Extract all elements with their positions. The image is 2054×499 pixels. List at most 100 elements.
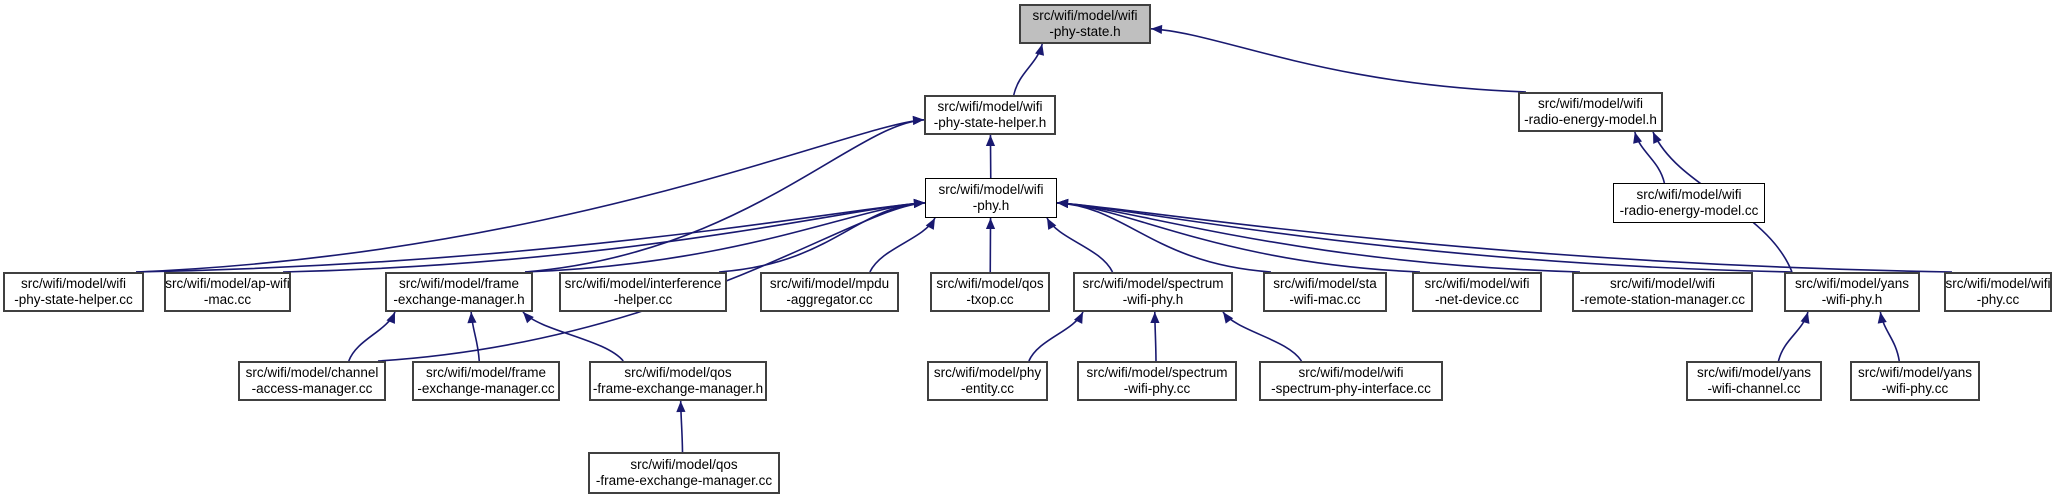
graph-node-interference-helper-cc[interactable]: src/wifi/model/interference-helper.cc <box>559 272 727 312</box>
node-label-line1: src/wifi/model/wifi <box>937 99 1043 114</box>
graph-node-yans-wifi-phy-cc[interactable]: src/wifi/model/yans-wifi-phy.cc <box>1850 361 1980 401</box>
edge-wifi-phy-state-helper-h--to--wifi-phy-state-h <box>1012 43 1045 96</box>
node-label-line2: -wifi-channel.cc <box>1707 381 1801 396</box>
edge-frame-exchange-manager-h--to--wifi-phy-h <box>524 198 926 273</box>
edge-qos-txop-cc--to--wifi-phy-h <box>985 217 996 273</box>
edge-qos-frame-exchange-manager-h--to--frame-exchange-manager-h <box>522 311 624 362</box>
edge-interference-helper-cc--to--wifi-phy-h <box>718 198 926 273</box>
node-label-line1: src/wifi/model/channel <box>245 365 379 380</box>
graph-node-yans-wifi-channel-cc[interactable]: src/wifi/model/yans-wifi-channel.cc <box>1686 361 1822 401</box>
node-label-line2: -exchange-manager.cc <box>417 381 555 396</box>
node-label-line2: -spectrum-phy-interface.cc <box>1271 381 1431 396</box>
node-label-line1: src/wifi/model/qos <box>630 457 738 472</box>
graph-node-spectrum-wifi-phy-cc[interactable]: src/wifi/model/spectrum-wifi-phy.cc <box>1077 361 1237 401</box>
graph-node-mpdu-aggregator-cc[interactable]: src/wifi/model/mpdu-aggregator.cc <box>760 272 899 312</box>
node-label-line2: -txop.cc <box>966 292 1014 307</box>
node-label-line2: -access-manager.cc <box>251 381 373 396</box>
graph-node-wifi-remote-station-manager-cc[interactable]: src/wifi/model/wifi-remote-station-manag… <box>1572 272 1753 312</box>
node-label-line2: -remote-station-manager.cc <box>1579 292 1746 307</box>
node-label-line2: -phy-state.h <box>1049 24 1121 39</box>
node-label-line1: src/wifi/model/frame <box>398 276 520 291</box>
node-label-line2: -mac.cc <box>203 292 252 307</box>
node-label-line1: src/wifi/model/yans <box>1696 365 1812 380</box>
node-label-line1: src/wifi/model/phy <box>933 365 1042 380</box>
node-label-line1: src/wifi/model/yans <box>1857 365 1973 380</box>
node-label-line2: -wifi-phy.h <box>1122 292 1184 307</box>
edge-wifi-remote-station-manager-cc--to--wifi-phy-h <box>1056 198 1581 273</box>
edge-spectrum-wifi-phy-h--to--wifi-phy-h <box>1046 217 1114 273</box>
graph-node-wifi-phy-state-helper-cc[interactable]: src/wifi/model/wifi-phy-state-helper.cc <box>3 272 144 312</box>
graph-node-qos-txop-cc[interactable]: src/wifi/model/qos-txop.cc <box>930 272 1050 312</box>
node-label-line1: src/wifi/model/wifi <box>1636 187 1742 202</box>
node-label-line1: src/wifi/model/frame <box>425 365 547 380</box>
node-label-line1: src/wifi/model/spectrum <box>1082 276 1224 291</box>
graph-node-frame-exchange-manager-h[interactable]: src/wifi/model/frame-exchange-manager.h <box>385 272 533 312</box>
node-label-line1: src/wifi/model/wifi <box>1298 365 1404 380</box>
edge-wifi-phy-state-helper-cc--to--wifi-phy-state-helper-h <box>135 115 925 273</box>
node-label-line1: src/wifi/model/yans <box>1794 276 1910 291</box>
graph-node-wifi-net-device-cc[interactable]: src/wifi/model/wifi-net-device.cc <box>1412 272 1542 312</box>
edge-wifi-radio-energy-model-h--to--wifi-phy-state-h <box>1150 24 1527 93</box>
node-label-line2: -exchange-manager.h <box>393 292 525 307</box>
graph-node-phy-entity-cc[interactable]: src/wifi/model/phy-entity.cc <box>927 361 1048 401</box>
node-label-line2: -phy-state-helper.cc <box>14 292 133 307</box>
node-label-line2: -aggregator.cc <box>786 292 873 307</box>
node-label-line2: -wifi-phy.h <box>1821 292 1883 307</box>
edge-ap-wifi-mac-cc--to--wifi-phy-h <box>282 198 926 273</box>
graph-node-sta-wifi-mac-cc[interactable]: src/wifi/model/sta-wifi-mac.cc <box>1263 272 1387 312</box>
edge-wifi-radio-energy-model-cc--to--wifi-radio-energy-model-h <box>1633 131 1666 184</box>
edge-phy-entity-cc--to--spectrum-wifi-phy-h <box>1028 311 1084 362</box>
node-label-line1: src/wifi/model/wifi <box>938 182 1044 197</box>
node-label-line1: src/wifi/model/wifi <box>1609 276 1715 291</box>
graph-node-frame-exchange-manager-cc[interactable]: src/wifi/model/frame-exchange-manager.cc <box>412 361 560 401</box>
graph-node-qos-frame-exchange-manager-cc[interactable]: src/wifi/model/qos-frame-exchange-manage… <box>588 452 780 494</box>
node-label-line1: src/wifi/model/wifi <box>1032 8 1138 23</box>
node-label-line2: -phy.h <box>972 198 1010 213</box>
edge-sta-wifi-mac-cc--to--wifi-phy-h <box>1056 198 1272 273</box>
node-label-line1: src/wifi/model/spectrum <box>1086 365 1228 380</box>
node-label-line2: -helper.cc <box>613 292 673 307</box>
node-label-line1: src/wifi/model/mpdu <box>769 276 890 291</box>
graph-node-wifi-radio-energy-model-h[interactable]: src/wifi/model/wifi-radio-energy-model.h <box>1518 92 1663 132</box>
node-label-line1: src/wifi/model/qos <box>936 276 1044 291</box>
edge-mpdu-aggregator-cc--to--wifi-phy-h <box>869 217 936 273</box>
graph-node-wifi-phy-h[interactable]: src/wifi/model/wifi-phy.h <box>925 178 1057 218</box>
edge-wifi-phy-state-helper-cc--to--wifi-phy-h <box>135 198 926 273</box>
graph-node-wifi-spectrum-phy-interface-cc[interactable]: src/wifi/model/wifi-spectrum-phy-interfa… <box>1259 361 1443 401</box>
node-label-line1: src/wifi/model/wifi <box>20 276 126 291</box>
node-label-line2: -frame-exchange-manager.cc <box>595 473 773 488</box>
node-label-line2: -radio-energy-model.cc <box>1619 203 1759 218</box>
graph-node-spectrum-wifi-phy-h[interactable]: src/wifi/model/spectrum-wifi-phy.h <box>1073 272 1233 312</box>
node-label-line2: -frame-exchange-manager.h <box>592 381 764 396</box>
graph-node-wifi-phy-cc[interactable]: src/wifi/model/wifi-phy.cc <box>1944 272 2052 312</box>
edge-wifi-phy-cc--to--wifi-phy-h <box>1056 198 1953 273</box>
node-label-line1: src/wifi/model/wifi <box>1945 276 2051 291</box>
edge-frame-exchange-manager-cc--to--frame-exchange-manager-h <box>467 311 481 362</box>
node-label-line2: -entity.cc <box>960 381 1014 396</box>
node-label-line1: src/wifi/model/wifi <box>1537 96 1643 111</box>
graph-node-qos-frame-exchange-manager-h[interactable]: src/wifi/model/qos-frame-exchange-manage… <box>589 361 767 401</box>
edge-channel-access-manager-cc--to--frame-exchange-manager-h <box>348 311 396 362</box>
graph-node-yans-wifi-phy-h[interactable]: src/wifi/model/yans-wifi-phy.h <box>1784 272 1920 312</box>
node-label-line1: src/wifi/model/ap-wifi <box>165 276 290 291</box>
node-label-line1: src/wifi/model/wifi <box>1424 276 1530 291</box>
edge-yans-wifi-channel-cc--to--yans-wifi-phy-h <box>1777 311 1810 362</box>
node-label-line2: -radio-energy-model.h <box>1524 112 1657 127</box>
edge-spectrum-wifi-phy-cc--to--spectrum-wifi-phy-h <box>1150 311 1160 362</box>
graph-node-wifi-phy-state-h[interactable]: src/wifi/model/wifi-phy-state.h <box>1019 4 1151 44</box>
node-label-line1: src/wifi/model/qos <box>624 365 732 380</box>
node-label-line2: -wifi-mac.cc <box>1289 292 1361 307</box>
node-label-line1: src/wifi/model/sta <box>1273 276 1377 291</box>
graph-node-wifi-radio-energy-model-cc[interactable]: src/wifi/model/wifi-radio-energy-model.c… <box>1613 183 1765 223</box>
graph-node-ap-wifi-mac-cc[interactable]: src/wifi/model/ap-wifi-mac.cc <box>164 272 291 312</box>
node-label-line2: -phy-state-helper.h <box>933 115 1047 130</box>
edge-wifi-phy-h--to--wifi-phy-state-helper-h <box>985 134 996 179</box>
node-label-line2: -wifi-phy.cc <box>1881 381 1949 396</box>
node-label-line1: src/wifi/model/interference <box>564 276 722 291</box>
edge-frame-exchange-manager-h--to--wifi-phy-state-helper-h <box>524 115 925 273</box>
graph-node-channel-access-manager-cc[interactable]: src/wifi/model/channel-access-manager.cc <box>238 361 386 401</box>
node-label-line2: -phy.cc <box>1976 292 2020 307</box>
graph-node-wifi-phy-state-helper-h[interactable]: src/wifi/model/wifi-phy-state-helper.h <box>924 95 1056 135</box>
